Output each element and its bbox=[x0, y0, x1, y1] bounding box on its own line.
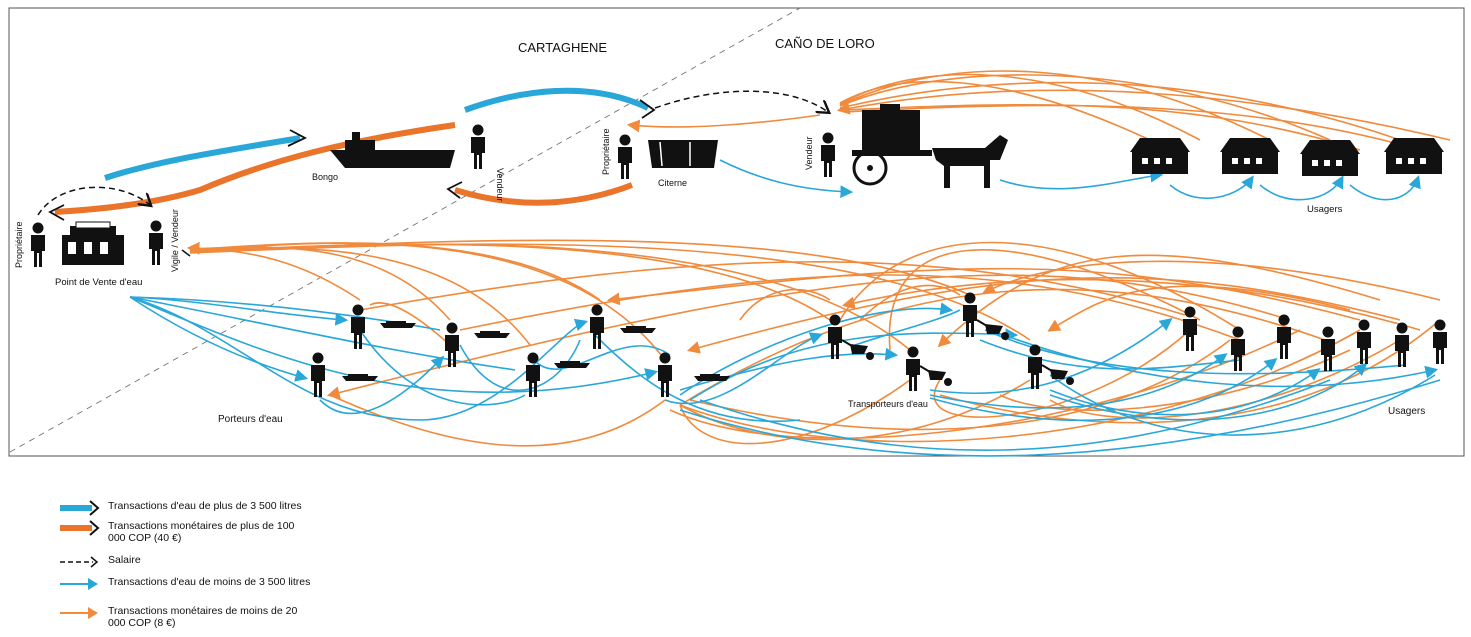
water-flows-small bbox=[129, 159, 1441, 457]
person-icon bbox=[311, 352, 325, 397]
legend-item-money-thin: Transactions monétaires de moins de 20 0… bbox=[60, 605, 308, 629]
label-vendeur-bongo: Vendeur bbox=[495, 168, 505, 202]
person-icon bbox=[149, 220, 163, 265]
label-proprietaire-point: Propriétaire bbox=[14, 221, 24, 268]
label-vendeur-charrette: Vendeur bbox=[804, 136, 814, 170]
boat-icon bbox=[474, 331, 510, 338]
wheelbarrow-icon bbox=[841, 339, 875, 361]
label-citerne: Citerne bbox=[658, 178, 687, 188]
person-icon bbox=[821, 132, 835, 177]
water-cart-icon bbox=[852, 104, 932, 186]
person-icon bbox=[658, 352, 672, 397]
horse-icon bbox=[932, 135, 1008, 188]
person-icon bbox=[963, 292, 977, 337]
house-icon bbox=[1130, 138, 1190, 174]
legend-item-water-thick: Transactions d'eau de plus de 3 500 litr… bbox=[60, 500, 348, 516]
icons bbox=[31, 104, 1447, 397]
legend-water-thick-symbol bbox=[60, 500, 100, 516]
legend-label: Transactions d'eau de plus de 3 500 litr… bbox=[108, 500, 302, 512]
person-icon bbox=[618, 134, 632, 179]
label-usagers-bottom: Usagers bbox=[1388, 406, 1425, 417]
label-porteurs: Porteurs d'eau bbox=[218, 414, 283, 425]
house-icon bbox=[1384, 138, 1444, 174]
person-icon bbox=[1395, 322, 1409, 367]
person-icon bbox=[1277, 314, 1291, 359]
legend-item-water-thin: Transactions d'eau de moins de 3 500 lit… bbox=[60, 576, 348, 592]
building-icon bbox=[62, 221, 124, 265]
person-icon bbox=[1321, 326, 1335, 371]
person-icon bbox=[31, 222, 45, 267]
legend-item-money-thick: Transactions monétaires de plus de 100 0… bbox=[60, 520, 308, 544]
label-usagers-top: Usagers bbox=[1307, 204, 1343, 215]
boat-icon bbox=[620, 326, 656, 333]
legend-salary-symbol bbox=[60, 556, 99, 568]
person-icon bbox=[1433, 319, 1447, 364]
legend-money-thin-symbol bbox=[60, 607, 98, 619]
large-flows bbox=[48, 87, 656, 221]
label-proprietaire-citerne: Propriétaire bbox=[601, 128, 611, 175]
legend-label: Salaire bbox=[108, 554, 141, 566]
boat-icon bbox=[380, 321, 416, 328]
person-icon bbox=[1028, 344, 1042, 389]
region-cartaghene: CARTAGHENE bbox=[518, 40, 607, 55]
legend-label: Transactions monétaires de moins de 20 0… bbox=[108, 605, 298, 629]
legend-label: Transactions d'eau de moins de 3 500 lit… bbox=[108, 576, 311, 588]
person-icon bbox=[828, 314, 842, 359]
salary-flows bbox=[37, 90, 828, 216]
wheelbarrow-icon bbox=[1041, 364, 1075, 386]
person-icon bbox=[1231, 326, 1245, 371]
diagram-frame bbox=[8, 7, 1465, 457]
boat-icon bbox=[694, 374, 730, 381]
wheelbarrow-icon bbox=[976, 319, 1010, 341]
label-transporteurs: Transporteurs d'eau bbox=[848, 399, 928, 409]
label-vigile-vendeur: Vigile / Vendeur bbox=[170, 209, 180, 272]
region-cano-de-loro: CAÑO DE LORO bbox=[775, 36, 875, 51]
house-icon bbox=[1300, 140, 1360, 176]
legend-water-thin-symbol bbox=[60, 578, 98, 590]
legend-item-salary: Salaire bbox=[60, 554, 348, 570]
legend-money-thick-symbol bbox=[60, 520, 100, 536]
region-boundary bbox=[9, 7, 801, 453]
person-icon bbox=[471, 124, 485, 169]
boat-icon bbox=[330, 132, 455, 168]
person-icon bbox=[906, 346, 920, 391]
salary-arrow-tip bbox=[181, 249, 191, 257]
person-icon bbox=[1183, 306, 1197, 351]
money-flows-small bbox=[186, 70, 1451, 447]
wheelbarrow-icon bbox=[919, 365, 953, 387]
house-icon bbox=[1220, 138, 1280, 174]
label-point-de-vente: Point de Vente d'eau bbox=[55, 277, 142, 288]
legend-label: Transactions monétaires de plus de 100 0… bbox=[108, 520, 295, 544]
tank-icon bbox=[648, 140, 718, 168]
label-bongo: Bongo bbox=[312, 172, 338, 182]
